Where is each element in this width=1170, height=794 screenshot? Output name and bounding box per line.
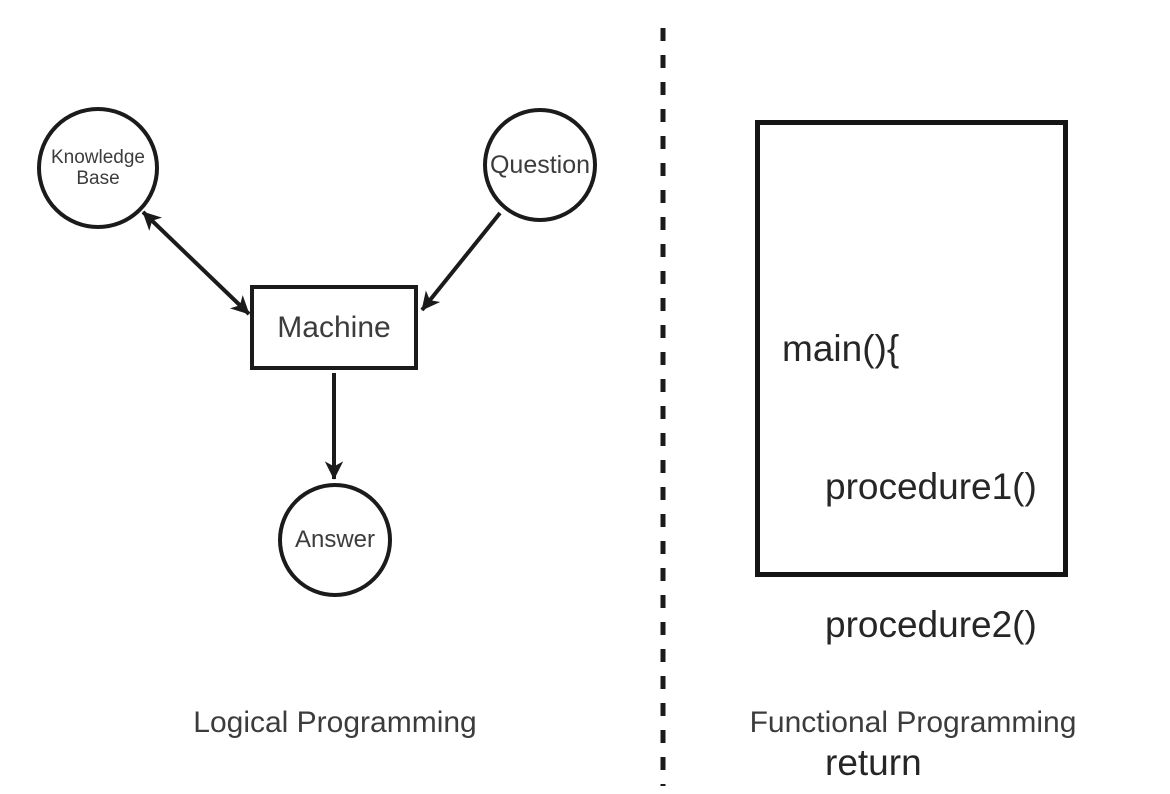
node-machine: Machine (250, 285, 418, 370)
caption-logical-programming: Logical Programming (193, 706, 477, 739)
caption-functional-programming: Functional Programming (749, 706, 1077, 739)
code-line: procedure2() (825, 604, 1037, 645)
edge-question-machine-arrow (420, 211, 502, 312)
code-box: main(){ procedure1() procedure2() return… (755, 120, 1068, 783)
node-question: Question (483, 108, 597, 222)
code-line: return (825, 742, 922, 783)
answer-label: Answer (294, 526, 376, 553)
question-label: Question (489, 150, 591, 179)
knowledge-base-label: Knowledge Base (50, 147, 146, 189)
code-line: procedure1() (825, 466, 1037, 507)
edge-knowledgebase-machine-arrow (141, 210, 251, 316)
machine-label: Machine (277, 310, 391, 344)
node-knowledge-base: Knowledge Base (37, 107, 159, 229)
node-answer: Answer (278, 483, 392, 597)
code-line: main(){ (782, 328, 900, 369)
